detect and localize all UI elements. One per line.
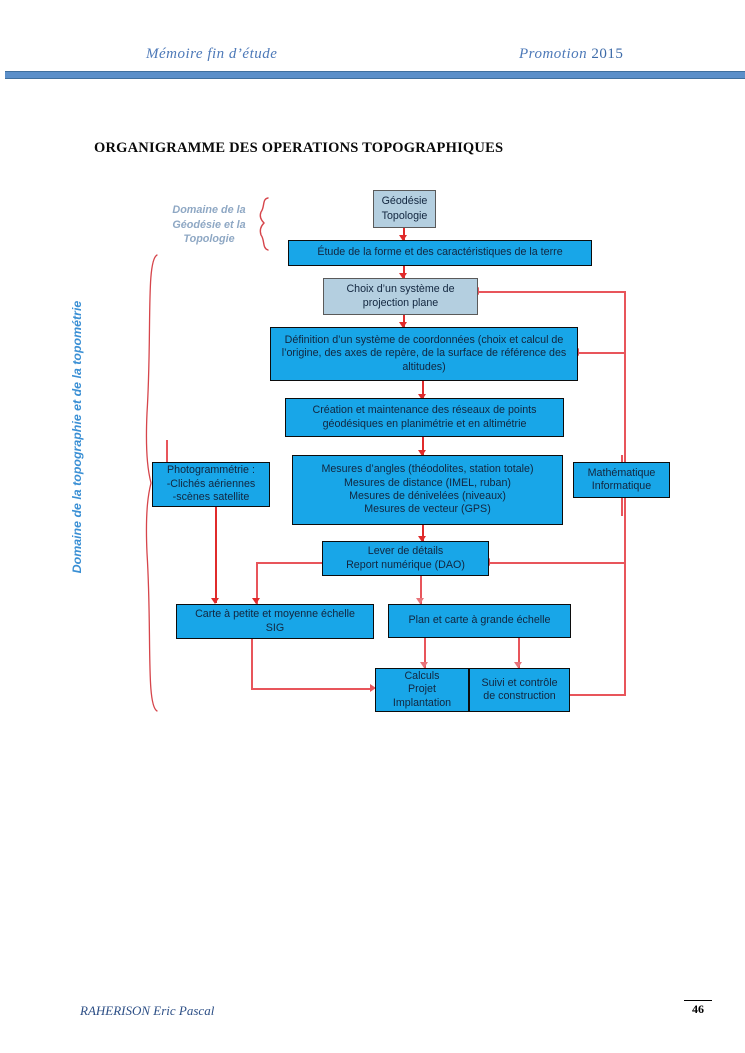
- node-geodesie[interactable]: Géodésie Topologie: [373, 190, 436, 228]
- header-divider-rule: [5, 71, 745, 79]
- connector-etude-choix: [403, 266, 405, 278]
- geodesy-domain-brace: [256, 197, 272, 251]
- node-carte-petite-moyenne[interactable]: Carte à petite et moyenne échelle SIG: [176, 604, 374, 639]
- node-plan-carte-grande[interactable]: Plan et carte à grande échelle: [388, 604, 571, 638]
- connector-photogram-carte: [215, 507, 217, 603]
- node-definition-systeme[interactable]: Définition d’un système de coordonnées (…: [270, 327, 578, 381]
- topography-domain-label: Domaine de la topographie et de la topom…: [70, 300, 84, 574]
- node-mesures[interactable]: Mesures d’angles (théodolites, station t…: [292, 455, 563, 525]
- connector-geodesie-etude: [403, 228, 405, 240]
- page-title: ORGANIGRAMME DES OPERATIONS TOPOGRAPHIQU…: [94, 140, 504, 156]
- connector-sig-calculs-v: [251, 639, 253, 689]
- connector-mathinfo-top: [621, 455, 623, 463]
- node-choix-projection[interactable]: Choix d’un système de projection plane: [323, 278, 478, 315]
- node-etude-forme[interactable]: Étude de la forme et des caractéristique…: [288, 240, 592, 266]
- node-creation-reseaux[interactable]: Création et maintenance des réseaux de p…: [285, 398, 564, 437]
- arrowhead-sig-calculs: [370, 684, 376, 692]
- arrowhead-definition-creation: [417, 394, 426, 400]
- node-suivi-controle[interactable]: Suivi et contrôle de construction: [469, 668, 570, 712]
- connector-plan-suivi: [518, 638, 520, 668]
- arrowhead-choix-definition: [398, 322, 407, 328]
- arrowhead-photogram-carte: [210, 598, 219, 604]
- connector-mesures-lever: [422, 525, 424, 541]
- node-mathematique-informatique[interactable]: Mathématique Informatique: [573, 462, 670, 498]
- node-lever-details[interactable]: Lever de détails Report numérique (DAO): [322, 541, 489, 576]
- connector-plan-calculs: [424, 638, 426, 668]
- geodesy-domain-label: Domaine de la Géodésie et la Topologie: [172, 204, 246, 245]
- topography-domain-brace: [140, 253, 160, 713]
- arrowhead-lever-carte: [251, 598, 260, 604]
- arrowhead-creation-mesures: [417, 450, 426, 456]
- arrowhead-lever-plan: [415, 598, 424, 604]
- header-promotion-label: Promotion: [519, 46, 588, 62]
- connector-right-to-choix-h: [478, 291, 626, 293]
- connector-lever-left-v: [256, 562, 258, 604]
- connector-lever-plan: [420, 576, 422, 604]
- footer-author: RAHERISON Eric Pascal: [80, 1003, 215, 1018]
- connector-sig-calculs-h: [251, 688, 373, 690]
- node-calculs-projet-implantation[interactable]: Calculs Projet Implantation: [375, 668, 469, 712]
- connector-right-to-definition-h: [578, 352, 626, 354]
- arrowhead-plan-suivi: [513, 662, 522, 668]
- connector-left-photogram-v: [166, 440, 168, 468]
- page-number: 46: [684, 1000, 712, 1018]
- connector-creation-mesures: [422, 437, 424, 455]
- connector-suivi-right-h: [568, 694, 626, 696]
- node-photogrammetrie[interactable]: Photogrammétrie : -Clichés aériennes -sc…: [152, 462, 270, 507]
- connector-choix-definition: [403, 315, 405, 327]
- connector-right-to-lever-h: [489, 562, 626, 564]
- arrowhead-plan-calculs: [419, 662, 428, 668]
- header-right-text: Promotion 2015: [519, 46, 623, 63]
- connector-mathinfo-bottom: [621, 498, 623, 516]
- arrowhead-etude-choix: [398, 273, 407, 279]
- arrowhead-geodesie-etude: [398, 235, 407, 241]
- connector-lever-left-h: [256, 562, 324, 564]
- header-promotion-year: 2015: [591, 46, 624, 62]
- arrowhead-mesures-lever: [417, 536, 426, 542]
- connector-definition-creation: [422, 381, 424, 398]
- header-left-text: Mémoire fin d’étude: [146, 46, 278, 62]
